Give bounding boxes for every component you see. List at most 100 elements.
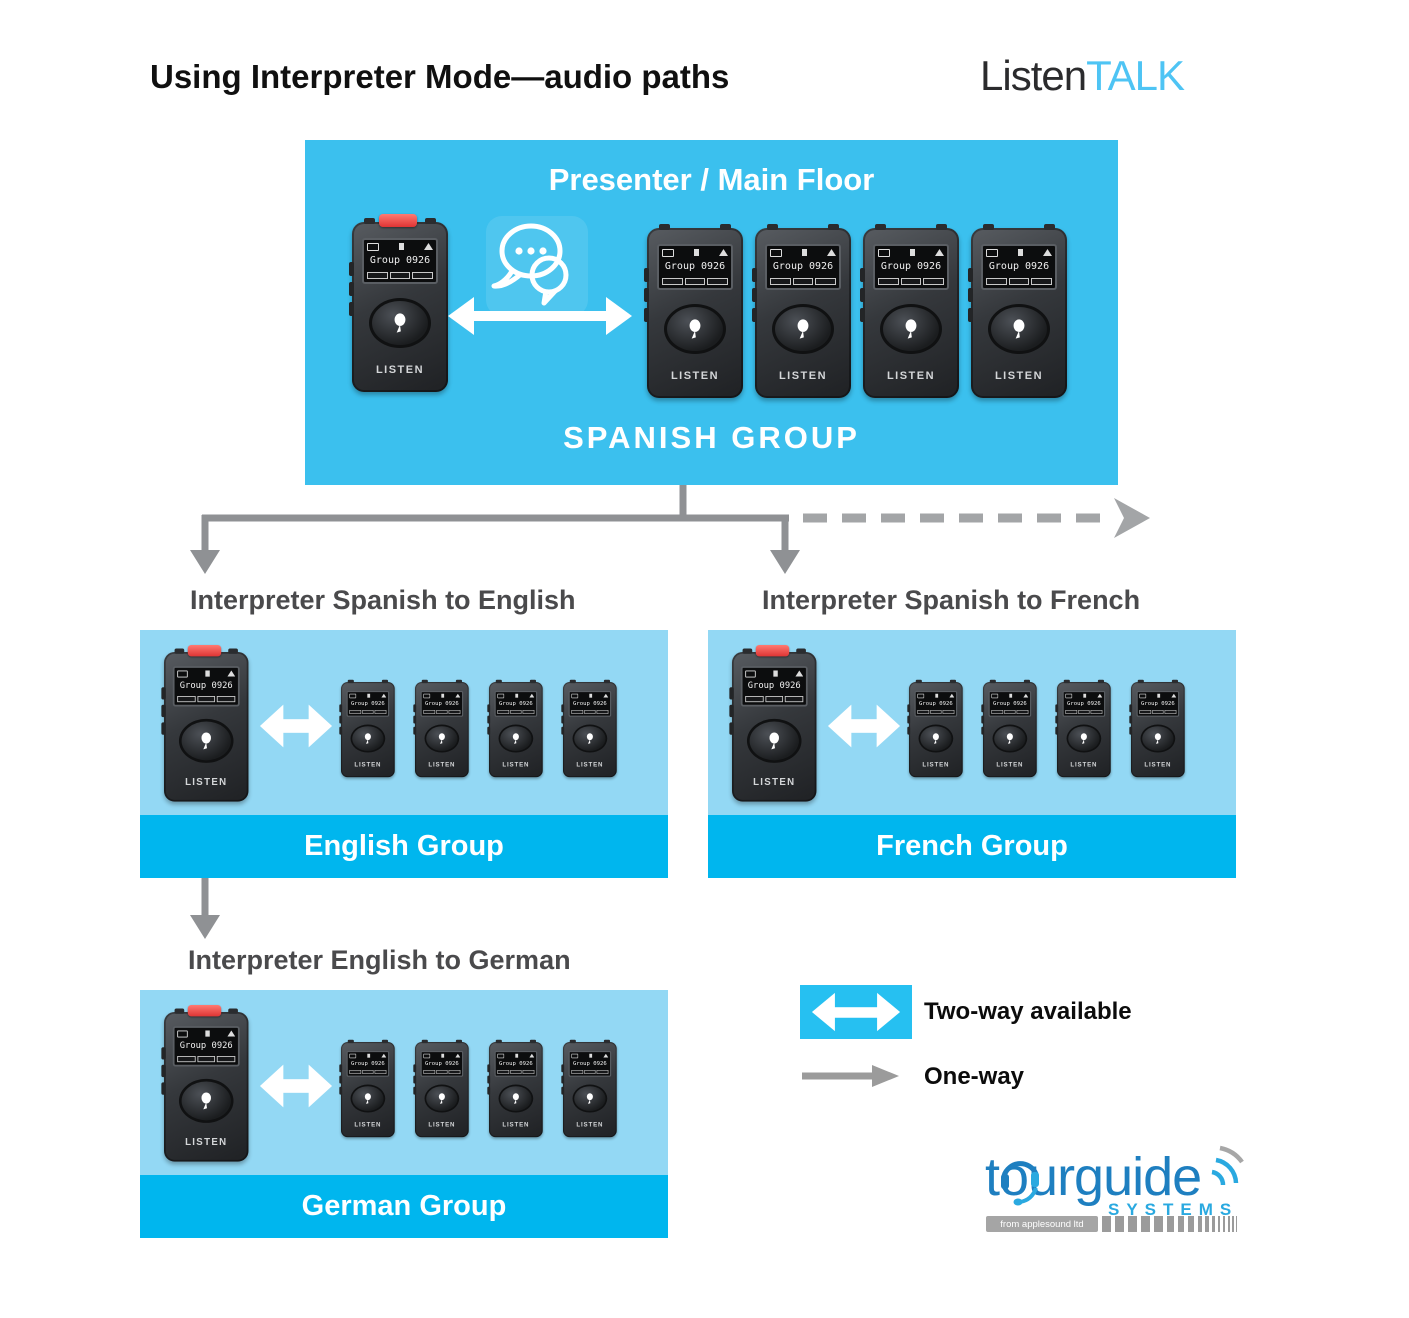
branch-label-english-to-german: Interpreter English to German — [188, 945, 571, 975]
side-button — [1055, 704, 1059, 713]
listentalk-device: Group 0926 LISTEN — [644, 224, 743, 398]
mic-button — [572, 1084, 608, 1113]
device-brand-label: LISTEN — [576, 761, 604, 769]
side-button — [413, 715, 417, 724]
screen-softkeys — [1139, 710, 1177, 714]
signal-icon — [205, 1030, 210, 1037]
side-button — [161, 1047, 166, 1060]
listentalk-device: Group 0926 LISTEN — [907, 679, 963, 778]
side-button — [561, 726, 565, 735]
screen-group-text: Group 0926 — [179, 1041, 233, 1051]
talk-button — [187, 644, 222, 657]
screen-status-icons — [662, 248, 728, 257]
legend-two-way-label: Two-way available — [924, 998, 1132, 1025]
group-label-german: German Group — [301, 1190, 507, 1222]
side-button — [487, 1064, 491, 1073]
receiver-device: Group 0926 LISTEN — [487, 1032, 589, 1217]
screen-softkeys — [177, 696, 236, 703]
device-brand-label: LISTEN — [753, 776, 796, 788]
group-label-english: English Group — [304, 830, 504, 862]
side-button — [487, 1075, 491, 1084]
screen-status-icons — [1065, 693, 1103, 698]
screen-group-text: Group 0926 — [369, 255, 431, 266]
side-button — [729, 687, 734, 700]
device-brand-label: LISTEN — [428, 761, 456, 769]
legend-two-way-swatch — [800, 985, 912, 1039]
antenna-nub — [364, 218, 375, 224]
side-button — [1055, 726, 1059, 735]
screen-status-icons — [878, 248, 944, 257]
screen-softkeys — [878, 278, 945, 285]
screen-status-icons — [991, 693, 1029, 698]
listentalk-device: Group 0926 LISTEN — [339, 1039, 395, 1138]
screen-softkeys — [745, 696, 804, 703]
mic-icon — [932, 733, 939, 744]
signal-icon — [802, 249, 807, 256]
screen-group-text: Group 0926 — [880, 261, 942, 272]
listentalk-device: Group 0926 LISTEN — [161, 1004, 249, 1162]
side-button — [487, 1086, 491, 1095]
mic-button — [746, 718, 802, 763]
side-button — [413, 1064, 417, 1073]
antenna-nub — [455, 1039, 463, 1044]
presenter-title: Presenter / Main Floor — [548, 162, 875, 197]
battery-icon — [497, 693, 505, 698]
device-screen: Group 0926 — [568, 1050, 612, 1077]
screen-group-text: Group 0926 — [747, 681, 801, 691]
screen-softkeys — [367, 272, 434, 279]
device-screen: Group 0926 — [420, 1050, 464, 1077]
screen-group-text: Group 0926 — [425, 1060, 459, 1067]
antenna-nub — [603, 679, 611, 684]
side-button — [644, 288, 649, 302]
antenna-nub — [828, 224, 839, 230]
mic-icon — [364, 1093, 371, 1104]
battery-icon — [917, 693, 925, 698]
antenna-nub — [989, 679, 996, 684]
side-button — [860, 288, 865, 302]
screen-status-icons — [367, 242, 433, 251]
receiver-device: Group 0926 LISTEN — [413, 1032, 515, 1217]
mic-icon — [1154, 733, 1161, 744]
battery-icon — [770, 248, 782, 257]
mic-icon — [438, 733, 445, 744]
screen-status-icons — [497, 693, 535, 698]
device-screen: Group 0926 — [657, 244, 733, 290]
signal-icon — [773, 670, 778, 677]
screen-group-text: Group 0926 — [993, 700, 1027, 707]
listentalk-device: Group 0926 LISTEN — [413, 679, 469, 778]
battery-icon — [571, 693, 579, 698]
speaker-icon — [424, 243, 433, 250]
device-screen: Group 0926 — [172, 666, 240, 707]
screen-group-text: Group 0926 — [499, 1060, 533, 1067]
antenna-nub — [455, 679, 463, 684]
side-button — [339, 1075, 343, 1084]
signal-icon — [367, 693, 371, 698]
screen-group-text: Group 0926 — [988, 261, 1050, 272]
battery-icon — [878, 248, 890, 257]
mic-button — [880, 304, 942, 354]
antenna-nub — [425, 218, 436, 224]
device-brand-label: LISTEN — [778, 370, 828, 382]
device-brand-label: LISTEN — [428, 1121, 456, 1129]
device-screen: Group 0926 — [346, 1050, 390, 1077]
speaker-icon — [1043, 249, 1052, 256]
screen-softkeys — [986, 278, 1053, 285]
screen-group-text: Group 0926 — [772, 261, 834, 272]
leader-device-german: Group 0926 LISTEN — [161, 1002, 264, 1187]
mic-icon — [586, 1093, 593, 1104]
screen-group-text: Group 0926 — [573, 1060, 607, 1067]
device-screen: Group 0926 — [362, 238, 438, 284]
device-brand-label: LISTEN — [502, 761, 530, 769]
tourguide-tagline: from applesound ltd — [1000, 1218, 1084, 1230]
antenna-nub — [1063, 679, 1070, 684]
screen-softkeys — [571, 1070, 609, 1074]
side-button — [644, 268, 649, 282]
device-screen: Group 0926 — [1136, 690, 1180, 717]
antenna-nub — [936, 224, 947, 230]
listentalk-device: Group 0926 LISTEN — [487, 679, 543, 778]
side-button — [161, 1064, 166, 1078]
speaker-icon — [603, 1053, 609, 1058]
antenna-nub — [569, 679, 576, 684]
antenna-nub — [347, 679, 354, 684]
device-screen: Group 0926 — [494, 1050, 538, 1077]
